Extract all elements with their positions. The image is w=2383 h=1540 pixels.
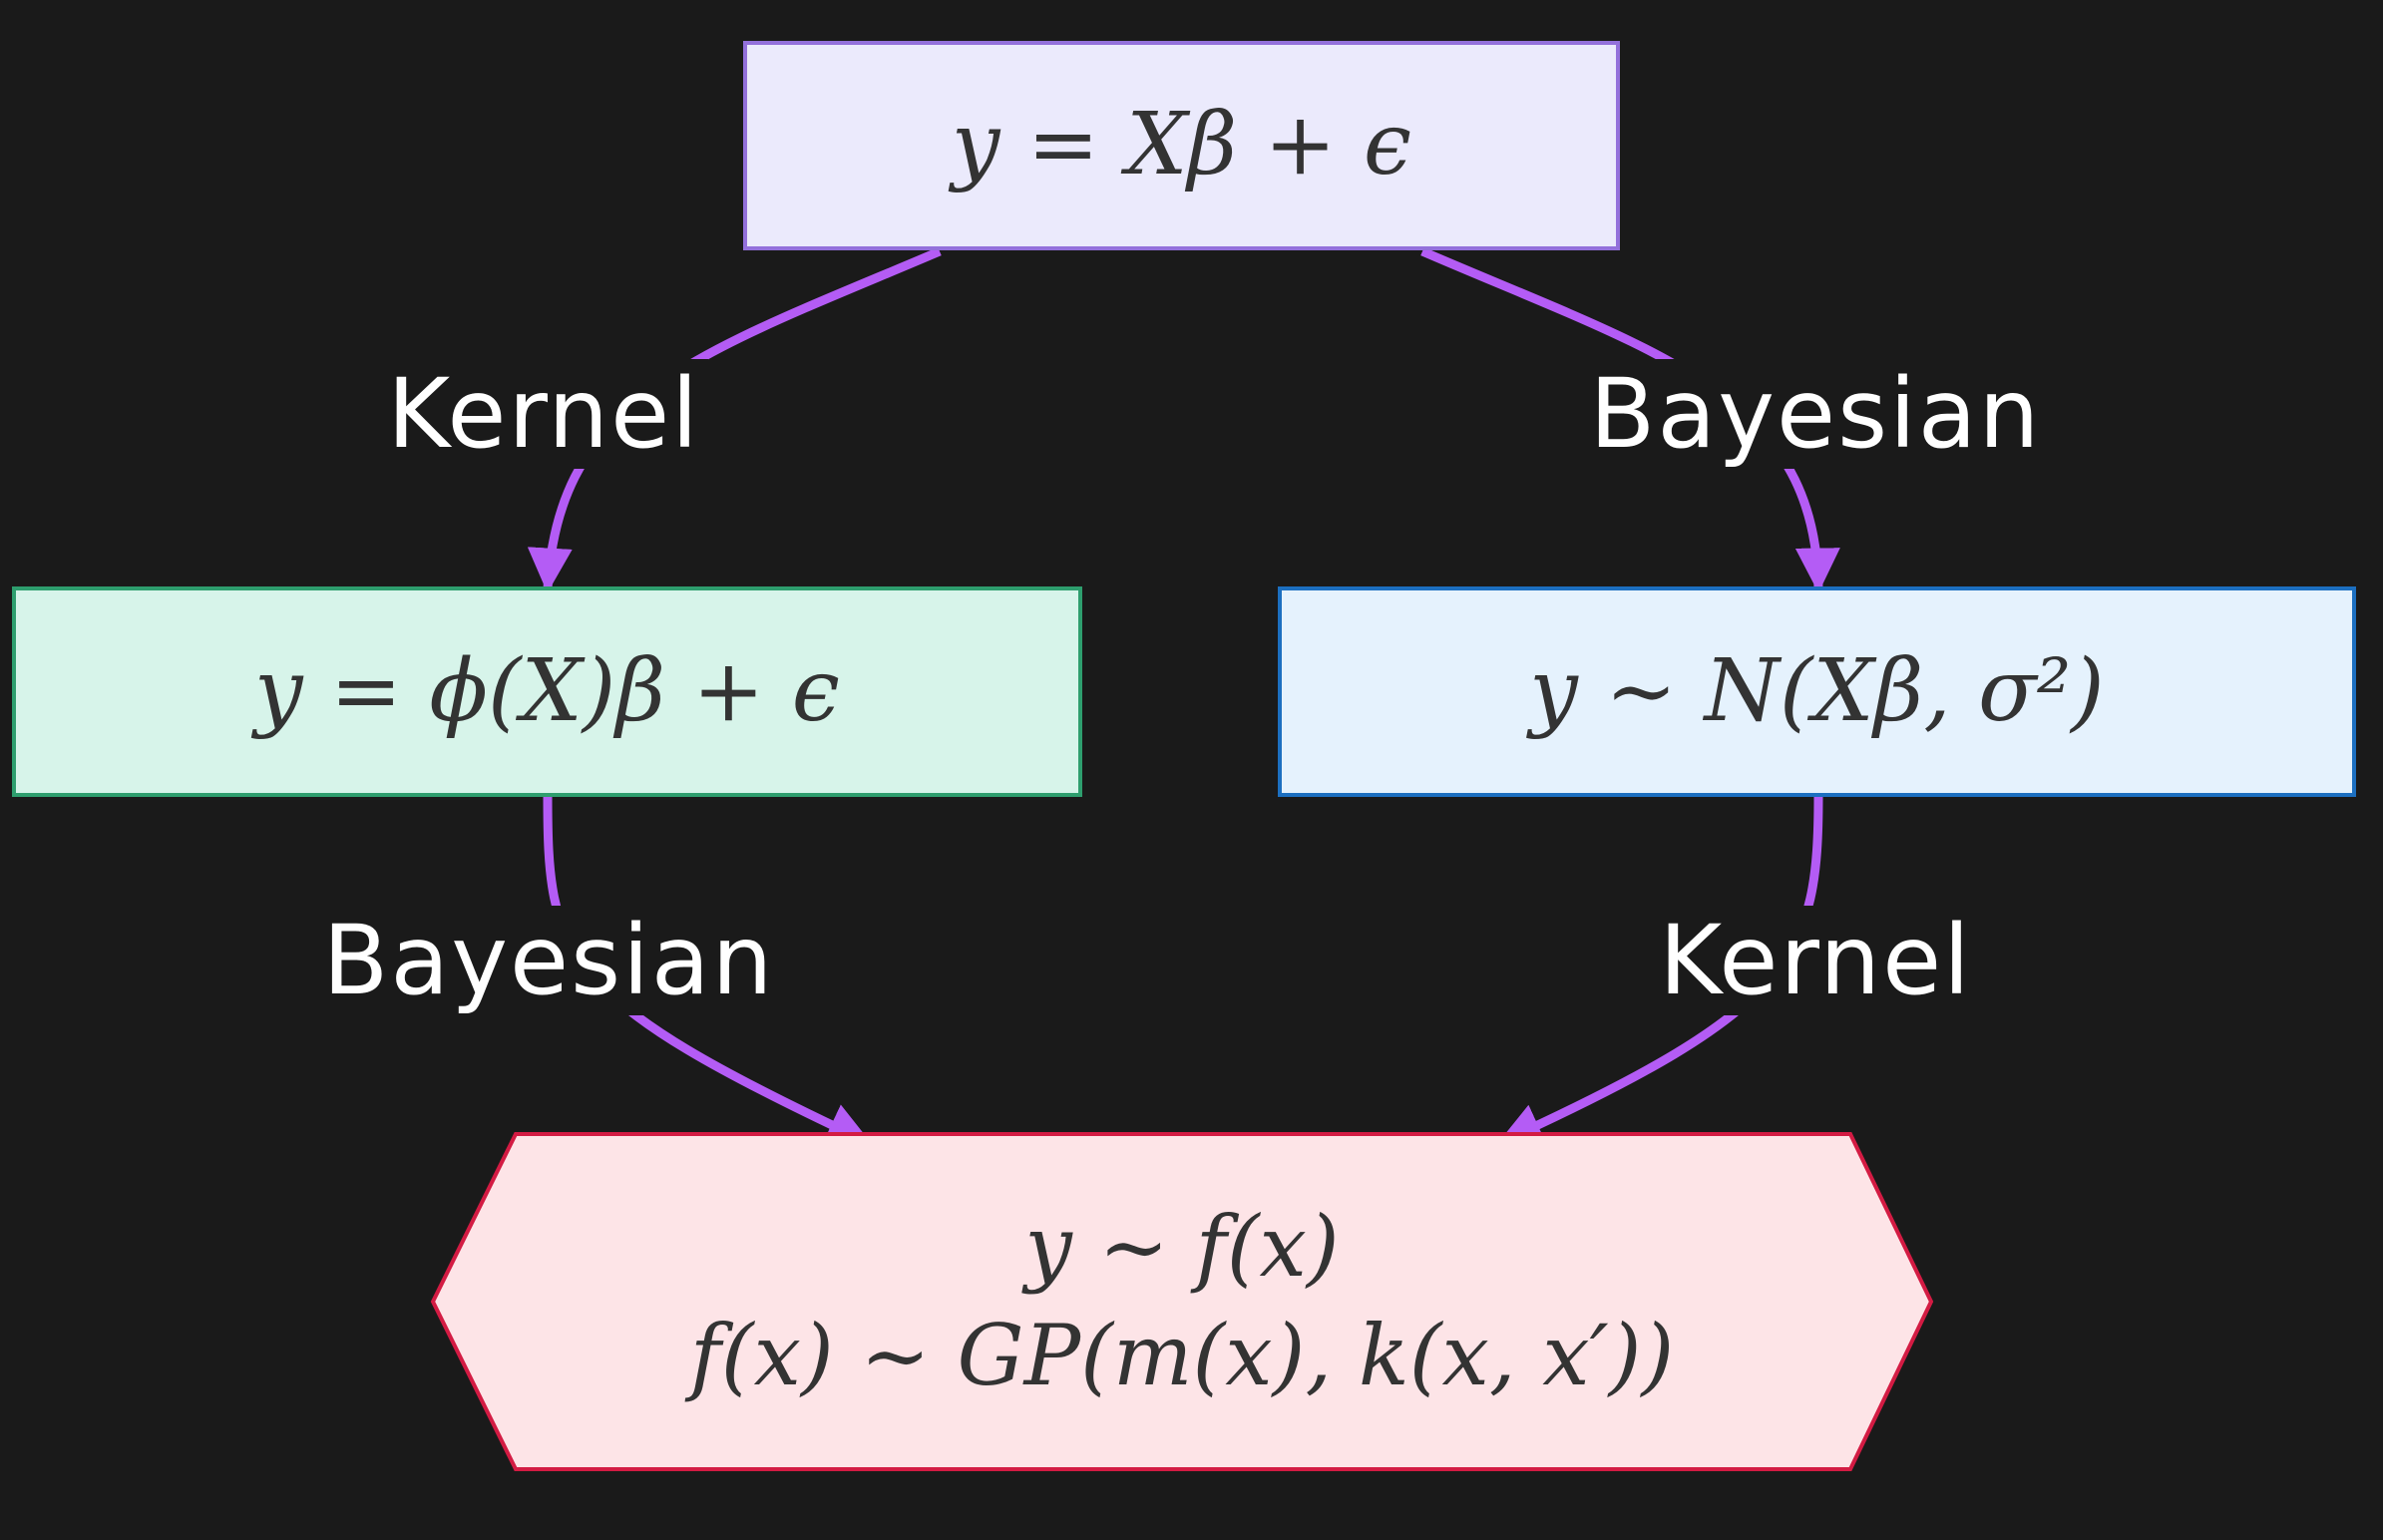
- formula-kernel: y = ϕ(X)β + ϵ: [254, 640, 840, 741]
- node-linear-model[interactable]: [743, 41, 1620, 250]
- edge-label-bayesian-to-gp: Kernel: [1651, 905, 1980, 1016]
- edge-label-kernel-to-gp: Bayesian: [322, 905, 775, 1016]
- node-bayesian-formula: y ∼ N(Xβ, σ²): [1280, 588, 2354, 795]
- edge-label-linear-to-kernel: Kernel: [379, 358, 708, 470]
- formula-gp-line1: y ∼ f(x): [1024, 1197, 1340, 1296]
- node-bayesian-model[interactable]: [1278, 586, 2356, 797]
- formula-linear: y = Xβ + ϵ: [951, 95, 1412, 195]
- node-gaussian-process[interactable]: [430, 1132, 1934, 1471]
- node-gp-formula: y ∼ f(x) f(x) ∼ GP(m(x), k(x, x′)): [439, 1134, 1925, 1469]
- edge-label-linear-to-bayesian: Bayesian: [1589, 358, 2042, 470]
- node-kernel-model[interactable]: [12, 586, 1082, 797]
- node-linear-formula: y = Xβ + ϵ: [745, 43, 1618, 248]
- node-kernel-formula: y = ϕ(X)β + ϵ: [14, 588, 1080, 795]
- formula-bayesian: y ∼ N(Xβ, σ²): [1529, 640, 2105, 741]
- formula-gp-line2: f(x) ∼ GP(m(x), k(x, x′)): [689, 1307, 1675, 1404]
